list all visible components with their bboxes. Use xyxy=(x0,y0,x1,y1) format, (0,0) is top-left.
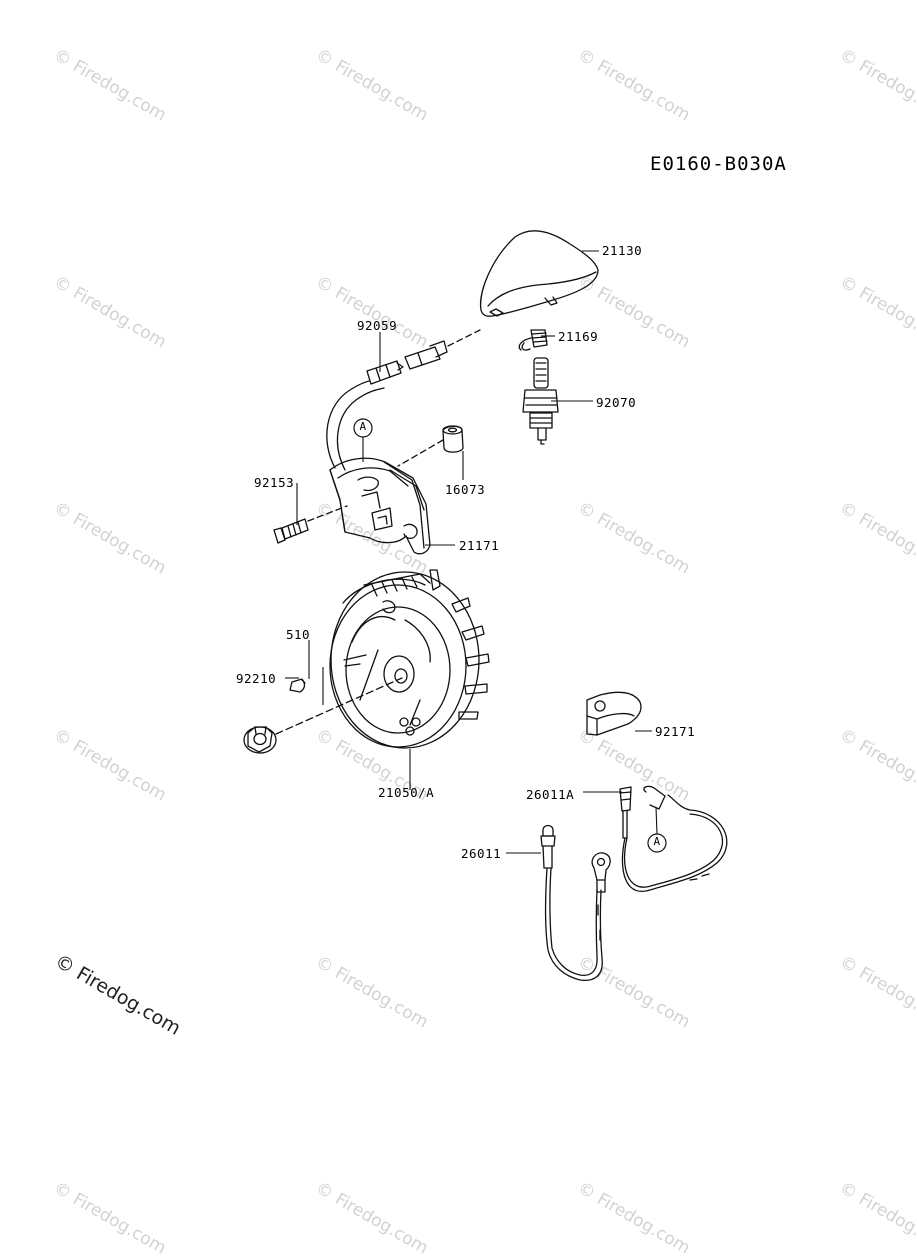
terminal-spring xyxy=(518,329,548,351)
ground-lead xyxy=(540,824,611,982)
spark-plug-cap xyxy=(479,230,599,317)
spacer-collar xyxy=(397,425,464,467)
part-number-label: 510 xyxy=(286,627,311,642)
wire-clamp xyxy=(586,691,642,736)
part-number-label: 21050/A xyxy=(378,785,435,800)
part-number-label: 92070 xyxy=(596,395,637,410)
part-number-label: 92171 xyxy=(655,724,696,739)
part-number-label: 92153 xyxy=(254,475,295,490)
callout-connectors xyxy=(362,437,658,835)
part-number-label: 16073 xyxy=(445,482,486,497)
parts-diagram: © Firedog.com © Firedog.com © Firedog.co… xyxy=(50,45,917,1259)
part-number-label: 21130 xyxy=(602,243,643,258)
leader-lines xyxy=(285,250,652,854)
part-number-label: 21171 xyxy=(459,538,500,553)
callout-label: A xyxy=(653,835,661,848)
ignition-coil xyxy=(329,457,431,555)
flange-nut xyxy=(243,677,403,754)
part-number-label: 26011A xyxy=(526,787,575,802)
part-number-label: 21169 xyxy=(558,329,599,344)
flywheel xyxy=(329,569,490,749)
spark-plug xyxy=(522,357,559,445)
ground-lead xyxy=(619,785,728,892)
part-number-label: 92059 xyxy=(357,318,398,333)
woodruff-key xyxy=(289,678,306,693)
diagram-code: E0160-B030A xyxy=(650,153,787,175)
parts-drawing xyxy=(243,230,728,982)
part-number-label: 26011 xyxy=(461,846,502,861)
part-number-label: 92210 xyxy=(236,671,277,686)
callout-label: A xyxy=(359,420,367,433)
coil-bolt xyxy=(273,505,348,544)
ignition-lead xyxy=(326,329,481,471)
